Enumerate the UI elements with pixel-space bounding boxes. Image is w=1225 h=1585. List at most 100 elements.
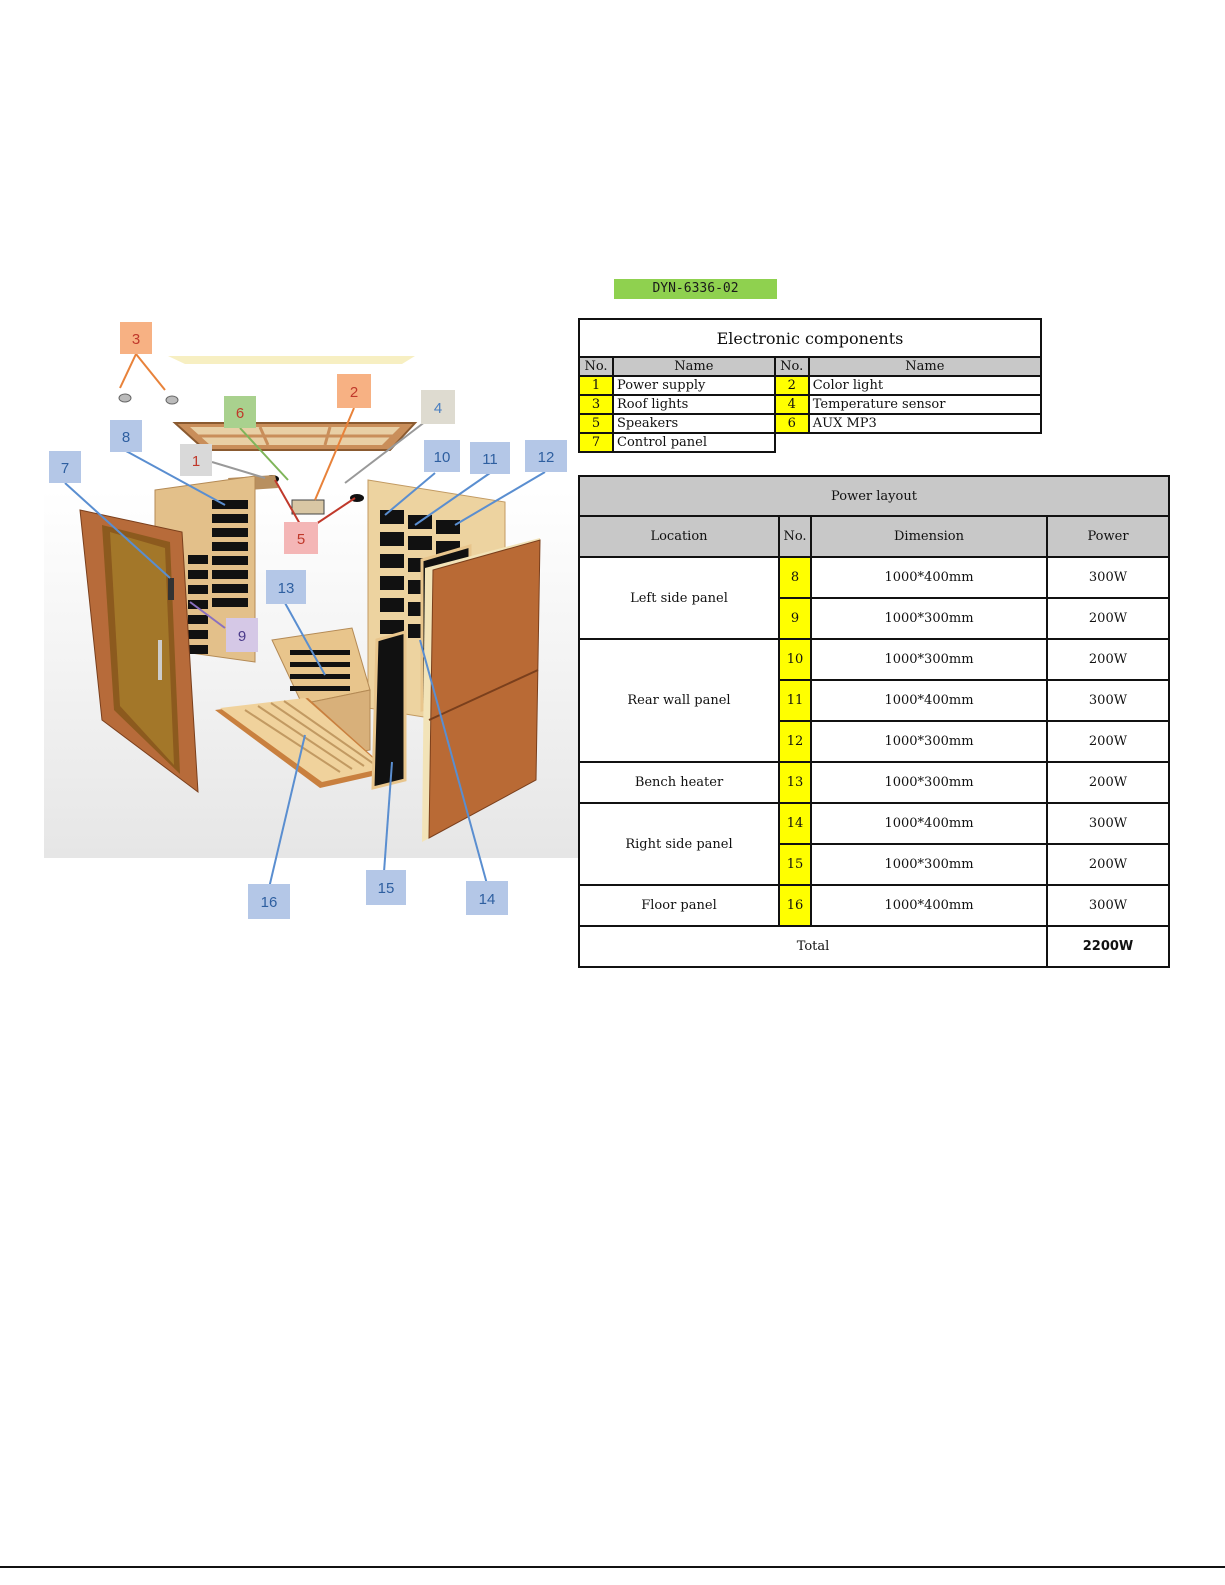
sauna-exploded-diagram: 3 2 4 6 8 1 7 10 11 12 5 13 9 15 16 14 — [44, 322, 580, 919]
column-header-no: No. — [578, 356, 614, 377]
callout-15: 15 — [366, 870, 406, 905]
panel-number: 16 — [778, 884, 812, 927]
callout-10: 10 — [424, 440, 460, 472]
callout-14: 14 — [466, 881, 508, 915]
dimension-cell: 1000*300mm — [810, 597, 1048, 640]
component-number: 6 — [773, 413, 810, 434]
column-header-no: No. — [773, 356, 810, 377]
table-row: Floor panel 16 1000*400mm 300W — [578, 884, 1170, 927]
column-header-no: No. — [778, 515, 812, 558]
component-number: 5 — [578, 413, 614, 434]
callout-label: 11 — [482, 451, 498, 468]
component-number: 3 — [578, 394, 614, 415]
table-title: Electronic components — [578, 318, 1042, 358]
electronic-components-table: Electronic components No. Name No. Name … — [578, 318, 1043, 453]
callout-7: 7 — [49, 451, 81, 483]
callout-9: 9 — [226, 618, 258, 652]
table-row: 9 1000*300mm 200W — [579, 597, 1170, 640]
component-number: 1 — [578, 375, 614, 396]
power-cell: 200W — [1046, 761, 1170, 804]
empty-cell — [775, 433, 1041, 452]
table-row: 7 Control panel — [578, 432, 1041, 453]
component-name: Speakers — [612, 413, 776, 434]
callout-1: 1 — [180, 444, 212, 476]
leader-lines — [64, 353, 546, 889]
table-row: 15 1000*300mm 200W — [579, 843, 1170, 886]
power-cell: 200W — [1046, 597, 1170, 640]
callout-label: 3 — [132, 331, 140, 348]
location-cell: Left side panel — [578, 556, 780, 640]
callout-label: 9 — [238, 628, 246, 645]
column-header-dimension: Dimension — [810, 515, 1048, 558]
table-row: 3 Roof lights 4 Temperature sensor — [578, 394, 1043, 415]
right-heater-15 — [371, 630, 407, 790]
color-light-box — [291, 499, 325, 515]
power-cell: 200W — [1046, 638, 1170, 681]
component-number: 4 — [773, 394, 810, 415]
callout-label: 6 — [236, 405, 244, 422]
table-row: 12 1000*300mm 200W — [579, 720, 1170, 763]
component-name: Temperature sensor — [807, 394, 1043, 415]
right-side-panel — [422, 538, 541, 842]
panel-number: 15 — [778, 843, 812, 886]
column-header-name: Name — [807, 356, 1043, 377]
location-cell: Rear wall panel — [578, 638, 780, 763]
table-row: Left side panel 8 1000*400mm 300W — [578, 556, 1170, 640]
power-cell: 200W — [1046, 720, 1170, 763]
location-cell: Right side panel — [578, 802, 780, 886]
power-cell: 200W — [1046, 843, 1170, 886]
callout-2: 2 — [337, 374, 371, 408]
callout-12: 12 — [525, 440, 567, 472]
component-number: 7 — [578, 432, 614, 453]
dimension-cell: 1000*300mm — [810, 720, 1048, 763]
callout-6: 6 — [224, 396, 256, 428]
total-row: Total 2200W — [578, 925, 1170, 968]
dimension-cell: 1000*400mm — [810, 802, 1048, 845]
dimension-cell: 1000*300mm — [810, 638, 1048, 681]
callout-4: 4 — [421, 390, 455, 424]
callout-16: 16 — [248, 884, 290, 919]
callout-8: 8 — [110, 420, 142, 452]
panel-number: 9 — [778, 597, 812, 640]
power-layout-table: Power layout Location No. Dimension Powe… — [578, 475, 1170, 968]
power-cell: 300W — [1046, 556, 1170, 599]
callout-13: 13 — [266, 570, 306, 604]
power-cell: 300W — [1046, 802, 1170, 845]
roof-top-sheet — [168, 356, 415, 364]
table-row: Bench heater 13 1000*300mm 200W — [578, 761, 1170, 804]
page-bottom-rule — [0, 1566, 1225, 1568]
panel-number: 12 — [778, 720, 812, 763]
component-number: 2 — [773, 375, 810, 396]
callout-label: 10 — [434, 449, 451, 466]
table-row: 5 Speakers 6 AUX MP3 — [578, 413, 1043, 434]
dimension-cell: 1000*400mm — [810, 884, 1048, 927]
callout-label: 7 — [61, 460, 69, 477]
location-cell: Bench heater — [578, 761, 780, 804]
dimension-cell: 1000*400mm — [810, 679, 1048, 722]
callout-label: 14 — [479, 891, 496, 908]
callout-label: 15 — [378, 880, 395, 897]
power-cell: 300W — [1046, 679, 1170, 722]
component-name: AUX MP3 — [807, 413, 1043, 434]
panel-number: 11 — [778, 679, 812, 722]
location-cell: Floor panel — [578, 884, 780, 927]
model-badge: DYN-6336-02 — [614, 279, 777, 299]
total-value: 2200W — [1046, 925, 1170, 968]
callout-label: 8 — [122, 429, 130, 446]
door-panel — [79, 509, 199, 794]
callout-3: 3 — [120, 322, 152, 354]
dimension-cell: 1000*400mm — [810, 556, 1048, 599]
table-title: Power layout — [578, 475, 1170, 517]
component-name: Roof lights — [612, 394, 776, 415]
column-header-power: Power — [1046, 515, 1170, 558]
roof-lights — [118, 393, 179, 405]
column-header-name: Name — [612, 356, 776, 377]
panel-number: 10 — [778, 638, 812, 681]
table-row: 1 Power supply 2 Color light — [578, 375, 1043, 396]
callout-label: 1 — [192, 453, 200, 470]
panel-number: 14 — [778, 802, 812, 845]
panel-number: 8 — [778, 556, 812, 599]
callout-label: 13 — [278, 580, 295, 597]
callout-label: 12 — [538, 449, 555, 466]
table-row: 11 1000*400mm 300W — [579, 679, 1170, 722]
